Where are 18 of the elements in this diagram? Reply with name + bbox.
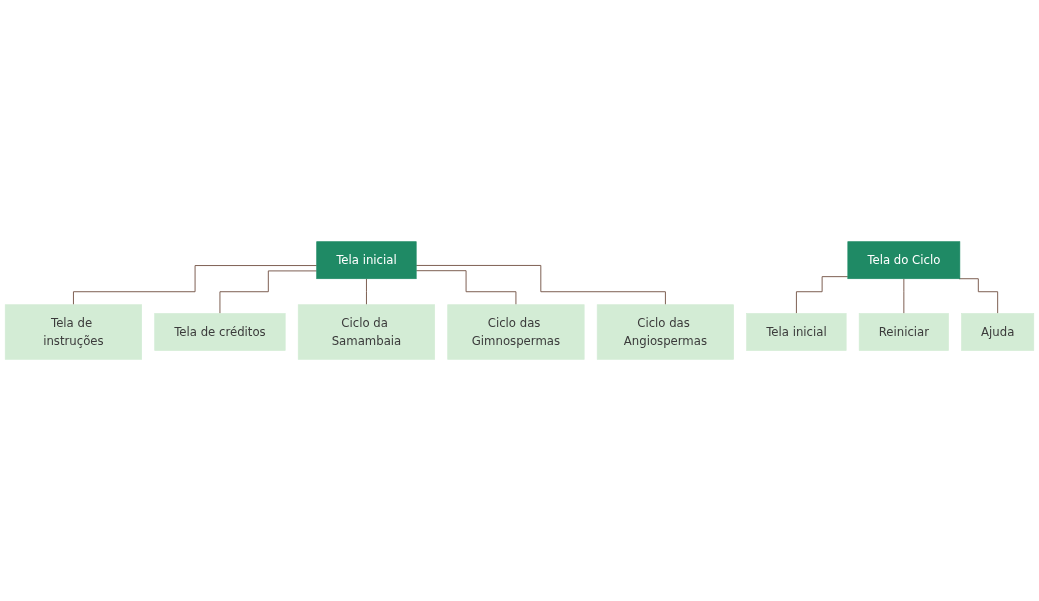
connector (415, 270, 517, 306)
connector (795, 276, 849, 314)
connector (219, 270, 318, 314)
node-box: Ciclo da Samambaia (297, 304, 436, 360)
node-box: Tela do Ciclo (847, 241, 961, 280)
connector (365, 278, 367, 306)
node-box: Reiniciar (858, 313, 949, 351)
node-box: Tela inicial (746, 313, 847, 351)
node-box: Tela de créditos (154, 313, 286, 351)
connector (903, 278, 905, 314)
node-box: Tela de instruções (4, 304, 142, 360)
node-box: Ajuda (961, 313, 1035, 351)
connector (415, 264, 666, 306)
node-box: Ciclo das Angiospermas (596, 304, 734, 360)
connector (72, 265, 318, 306)
node-box: Ciclo das Gimnospermas (447, 304, 585, 360)
node-box: Tela inicial (316, 241, 417, 280)
connector (958, 278, 999, 314)
